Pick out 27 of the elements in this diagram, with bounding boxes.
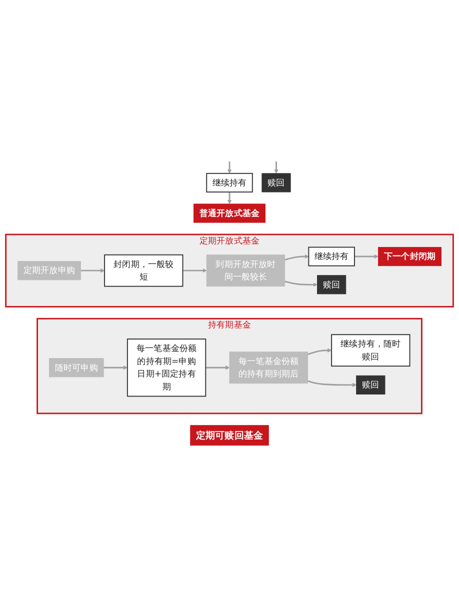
arrow: [206, 365, 230, 370]
node-box: 定期开放申购: [18, 260, 81, 280]
arrow: [307, 348, 332, 355]
node-box: 赎回: [356, 375, 386, 394]
node-box: 随时可申购: [48, 358, 104, 378]
node-box: 赎回: [262, 173, 291, 192]
node-box: 普通开放式基金: [194, 204, 266, 223]
node-box: 继续持有，随时赎回: [331, 334, 410, 366]
node-box: 封闭期，一般较短: [104, 254, 184, 287]
arrow: [104, 365, 128, 370]
node-box: 赎回: [317, 275, 346, 294]
arrow: [227, 192, 232, 204]
arrow: [182, 268, 207, 273]
node-box: 继续持有: [206, 172, 253, 192]
node-box: 每一笔基金份额的持有期=申购日期+固定持有期: [126, 338, 206, 397]
arrow: [307, 380, 357, 387]
arrow: [227, 161, 232, 174]
arrow: [354, 254, 378, 258]
arrow: [284, 254, 309, 260]
node-box: 下一个封闭期: [378, 246, 442, 266]
arrow: [80, 268, 105, 273]
node-box: 到期开放开放时间一般较长: [206, 254, 286, 286]
arrow: [274, 161, 278, 174]
arrow: [284, 280, 318, 287]
node-box: 定期可赎回基金: [190, 425, 269, 446]
node-box: 继续持有: [308, 246, 355, 266]
node-box: 每一笔基金份额的持有期到期后: [229, 352, 308, 384]
